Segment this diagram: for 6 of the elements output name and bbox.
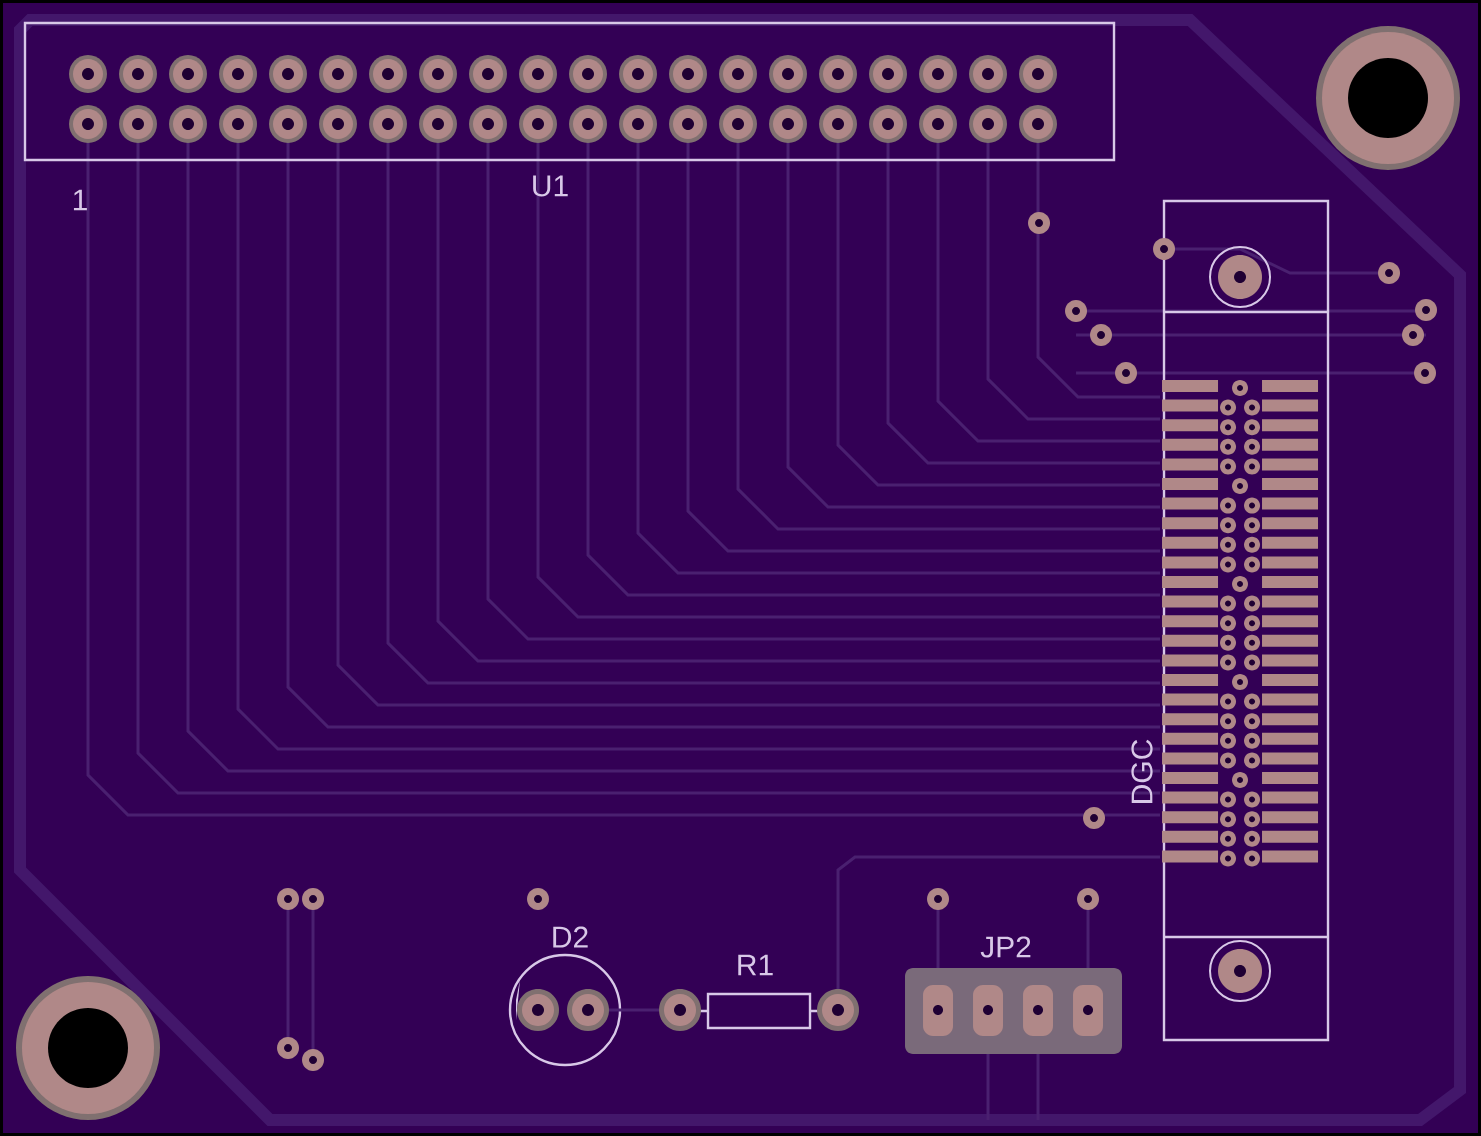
silkscreen-label: 1	[73, 189, 87, 211]
silkscreen-label: D2	[553, 926, 588, 948]
silkscreen-label: U1	[533, 175, 568, 197]
silkscreen-label: JP2	[980, 936, 1031, 958]
silkscreen-label: R1	[738, 954, 773, 976]
silkscreen-label: DGC	[1131, 739, 1153, 803]
